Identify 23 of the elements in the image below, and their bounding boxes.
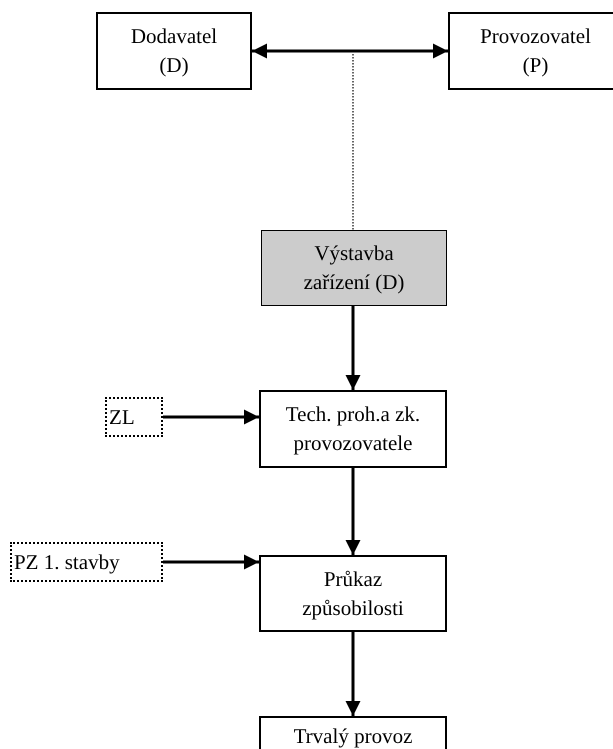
arrow xyxy=(252,44,448,58)
process-box xyxy=(259,390,447,468)
input-box xyxy=(105,397,163,437)
box-label: Průkaz způsobilosti xyxy=(301,566,405,622)
process-box xyxy=(259,716,447,749)
box-label: Dodavatel (D) xyxy=(130,23,218,79)
arrow xyxy=(346,632,360,716)
box-label: ZL xyxy=(109,404,135,430)
arrow xyxy=(346,306,360,390)
process-box xyxy=(96,12,252,90)
box-label: Trvalý provoz xyxy=(294,723,412,749)
box-label: PZ 1. stavby xyxy=(14,548,120,576)
box-label: Tech. proh.a zk. provozovatele xyxy=(284,401,422,457)
process-box xyxy=(259,555,447,632)
box-label: Provozovatel (P) xyxy=(479,23,592,79)
arrow xyxy=(163,410,259,424)
process-box xyxy=(448,12,613,90)
process-box xyxy=(261,230,447,306)
dotted-line xyxy=(352,51,354,230)
arrow xyxy=(346,468,360,555)
arrow xyxy=(163,554,259,570)
input-box xyxy=(10,542,163,582)
box-label: Výstavba zařízení (D) xyxy=(302,240,406,296)
